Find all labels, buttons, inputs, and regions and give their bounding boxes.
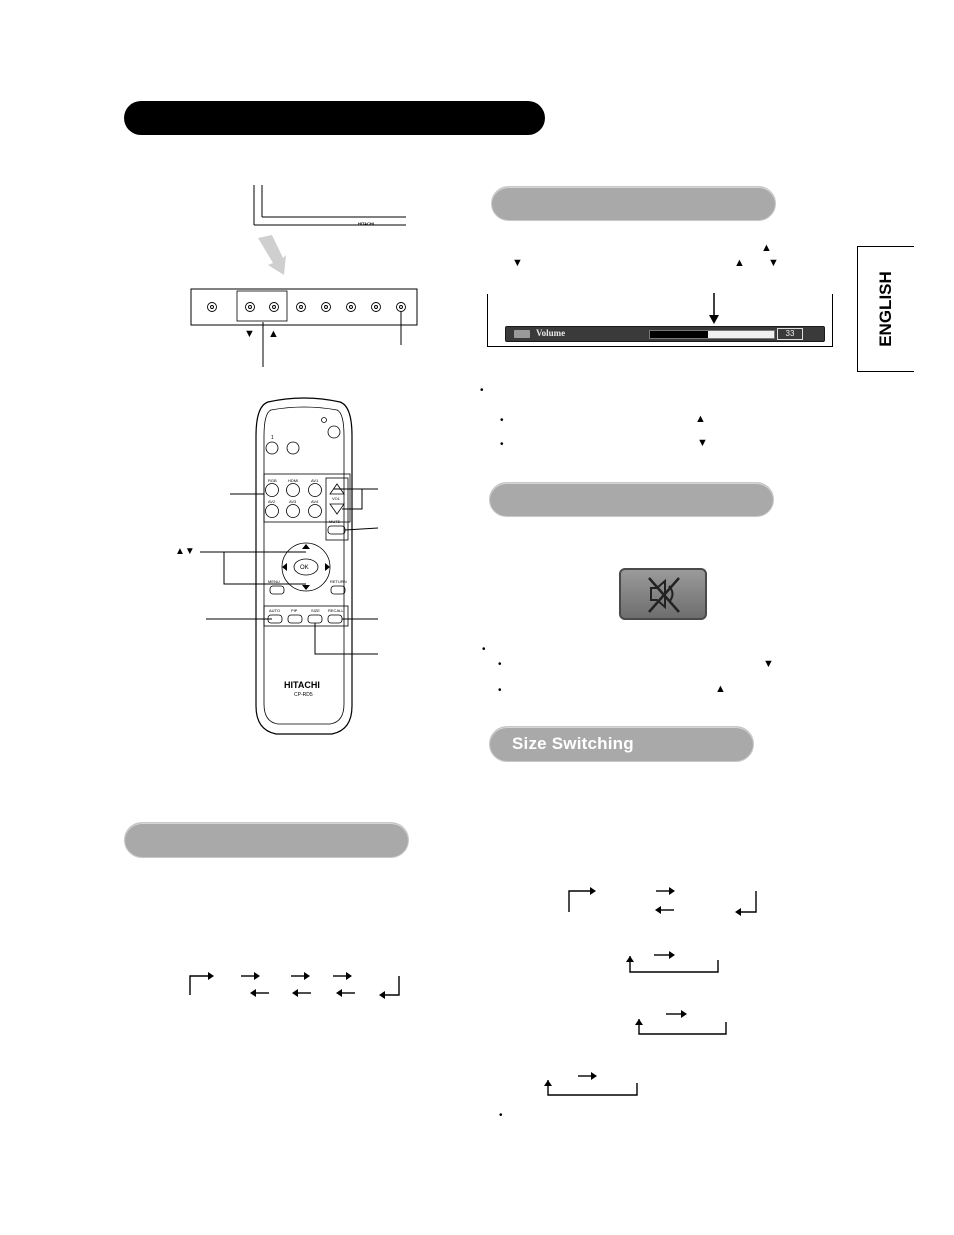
volume-osd-label: Volume xyxy=(536,328,566,338)
bullet-symbol: • xyxy=(500,439,504,450)
up-arrow-symbol: ▲ xyxy=(734,257,745,269)
bullet-symbol: • xyxy=(480,385,484,396)
volume-section-header xyxy=(491,186,776,221)
down-arrow-symbol: ▼ xyxy=(763,658,774,670)
remote-model: CP-RD5 xyxy=(294,692,313,698)
header-bar xyxy=(124,101,545,135)
av4-button-label: AV4 xyxy=(311,499,319,504)
monitor-brand: HITACHI xyxy=(358,221,374,226)
bullet-symbol: • xyxy=(498,659,502,670)
volume-osd-frame xyxy=(487,294,833,347)
down-arrow-symbol: ▼ xyxy=(697,437,708,449)
monitor-illustration: HITACHI ▼ ▲ xyxy=(188,183,420,378)
bullet-symbol: • xyxy=(499,1110,503,1121)
volume-level-fill xyxy=(650,331,709,338)
mute-button-label: MUTE xyxy=(329,519,341,524)
up-arrow-symbol: ▲ xyxy=(761,242,772,254)
power-button-label: 1 xyxy=(271,435,274,441)
vol-button-label: VOL xyxy=(332,496,341,501)
down-arrow-symbol: ▼ xyxy=(512,257,523,269)
up-arrow-symbol: ▲ xyxy=(695,413,706,425)
ok-button-label: OK xyxy=(300,565,309,571)
up-arrow-symbol: ▲ xyxy=(268,328,279,340)
menu-button-label: MENU xyxy=(268,579,280,584)
av1-button-label: AV1 xyxy=(311,478,319,483)
mute-section-header xyxy=(489,482,774,517)
size-switching-title: Size Switching xyxy=(512,734,634,753)
mute-icon xyxy=(619,568,707,620)
down-arrow-symbol: ▼ xyxy=(244,328,255,340)
hdmi-button-label: HDMI xyxy=(288,478,298,483)
input-cycle-diagram xyxy=(185,965,405,1010)
volume-level-track xyxy=(649,330,775,339)
pip-button-label: PIP xyxy=(291,608,298,613)
rgb-button-label: RGB xyxy=(268,478,277,483)
size-button-label: SIZE xyxy=(311,608,320,613)
av2-button-label: AV2 xyxy=(268,499,276,504)
recall-button-label: RECALL xyxy=(328,608,344,613)
up-arrow-symbol: ▲ xyxy=(715,683,726,695)
remote-brand: HITACHI xyxy=(284,680,320,690)
bullet-symbol: • xyxy=(500,415,504,426)
size-cycle-diagram xyxy=(540,880,780,1105)
input-section-header xyxy=(124,822,409,858)
speaker-icon xyxy=(514,330,530,338)
cursor-keys-symbol: ▲▼ xyxy=(175,546,195,557)
pointer-arrow xyxy=(707,293,721,330)
size-switching-section-header: Size Switching xyxy=(489,726,754,762)
language-tab: ENGLISH xyxy=(857,246,914,372)
bullet-symbol: • xyxy=(498,685,502,696)
remote-illustration: 1 RGB HDMI AV1 AV2 AV3 AV4 VOL MUTE OK M… xyxy=(172,396,392,747)
language-tab-label: ENGLISH xyxy=(876,271,895,347)
volume-osd-bar: Volume 33 xyxy=(505,326,825,342)
bullet-symbol: • xyxy=(482,644,486,655)
volume-osd-value: 33 xyxy=(777,328,803,340)
return-button-label: RETURN xyxy=(330,579,347,584)
down-arrow-symbol: ▼ xyxy=(768,257,779,269)
auto-button-label: AUTO xyxy=(269,608,280,613)
av3-button-label: AV3 xyxy=(289,499,297,504)
